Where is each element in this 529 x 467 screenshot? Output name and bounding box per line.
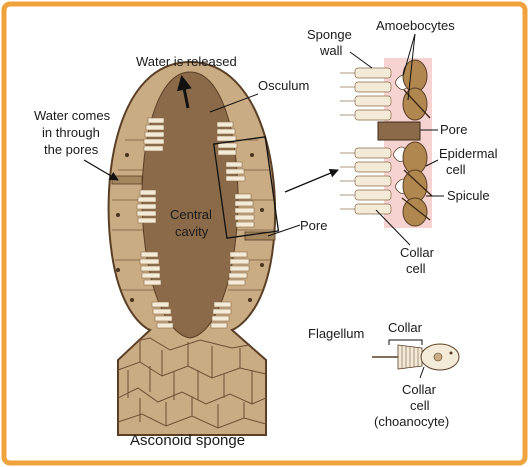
base-cell-pattern (117, 337, 267, 429)
diagram-caption: Asconoid sponge (130, 432, 245, 449)
label-epidermal-1: Epidermal (439, 146, 498, 161)
detail-collar-cells-top (354, 67, 392, 121)
label-pore-main: Pore (300, 218, 327, 233)
collar-cells-right (210, 121, 255, 329)
label-collar-cell-2: cell (406, 261, 426, 276)
label-amoebocytes: Amoebocytes (376, 18, 455, 33)
label-choanocyte-2: cell (410, 398, 430, 413)
label-pore-detail: Pore (440, 122, 467, 137)
detail-collar-cells-bottom (354, 147, 392, 215)
label-water-in-2: in through (42, 125, 100, 140)
detail-leaders (349, 33, 444, 246)
label-epidermal-2: cell (446, 162, 466, 177)
water-out-arrow (176, 75, 192, 109)
detail-arrow (284, 168, 339, 193)
collar-bracket (388, 339, 423, 345)
label-collar: Collar (388, 320, 423, 335)
label-central-2: cavity (175, 224, 209, 239)
label-osculum: Osculum (258, 78, 309, 93)
choanocyte-nucleus (433, 352, 443, 362)
label-choanocyte-3: (choanocyte) (374, 414, 449, 429)
label-water-in-1: Water comes (34, 108, 111, 123)
label-sponge-wall-2: wall (319, 43, 343, 58)
choanocyte-leader (419, 366, 425, 379)
pore-leader (267, 224, 301, 237)
choanocyte-detail (372, 339, 460, 379)
wall-nuclei (116, 153, 264, 302)
label-central-1: Central (170, 207, 212, 222)
sponge-body (107, 60, 277, 436)
label-sponge-wall-1: Sponge (307, 27, 352, 42)
label-collar-cell-1: Collar (400, 245, 435, 260)
water-in-arrow (83, 159, 119, 181)
detail-epidermal-cells (402, 59, 428, 227)
wall-detail (340, 58, 433, 228)
detail-box (212, 136, 280, 239)
detail-pore (377, 121, 421, 141)
collar-cells-left (136, 117, 174, 329)
label-choanocyte-1: Collar (402, 382, 437, 397)
osculum-leader (209, 93, 259, 113)
label-spicule: Spicule (447, 188, 490, 203)
label-water-released: Water is released (136, 54, 237, 69)
label-flagellum: Flagellum (308, 326, 364, 341)
detail-flagella (340, 72, 355, 210)
label-water-in-3: the pores (44, 142, 99, 157)
